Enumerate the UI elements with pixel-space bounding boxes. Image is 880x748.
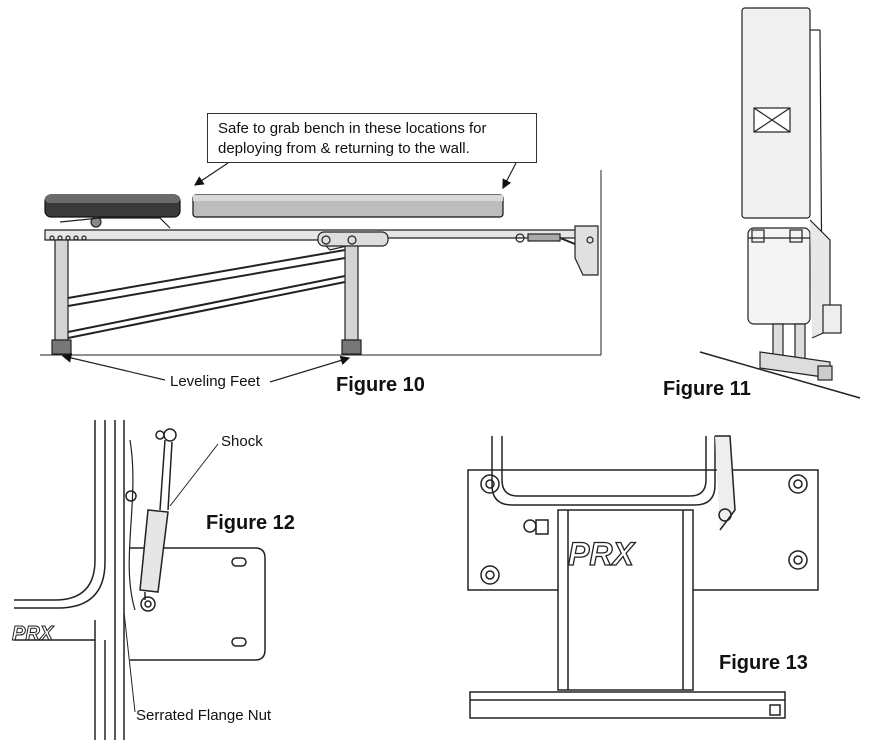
shock-label: Shock bbox=[221, 433, 263, 450]
figure13-drawing: PRX bbox=[467, 435, 819, 719]
figure10-drawing bbox=[40, 162, 602, 383]
figure10-caption: Figure 10 bbox=[336, 374, 425, 396]
figure12-logo: PRX bbox=[12, 623, 55, 645]
figure11-drawing bbox=[699, 7, 861, 399]
figure11-caption: Figure 11 bbox=[663, 378, 751, 400]
figure10-note: Safe to grab bench in these locations fo… bbox=[207, 113, 537, 163]
serrated-flange-nut-label: Serrated Flange Nut bbox=[136, 707, 272, 724]
figure12-drawing: PRX bbox=[12, 420, 266, 740]
leveling-feet-label: Leveling Feet bbox=[170, 373, 261, 390]
figure13-logo: PRX bbox=[568, 536, 635, 572]
figure12-caption: Figure 12 bbox=[206, 512, 295, 534]
figure13-caption: Figure 13 bbox=[719, 652, 808, 674]
